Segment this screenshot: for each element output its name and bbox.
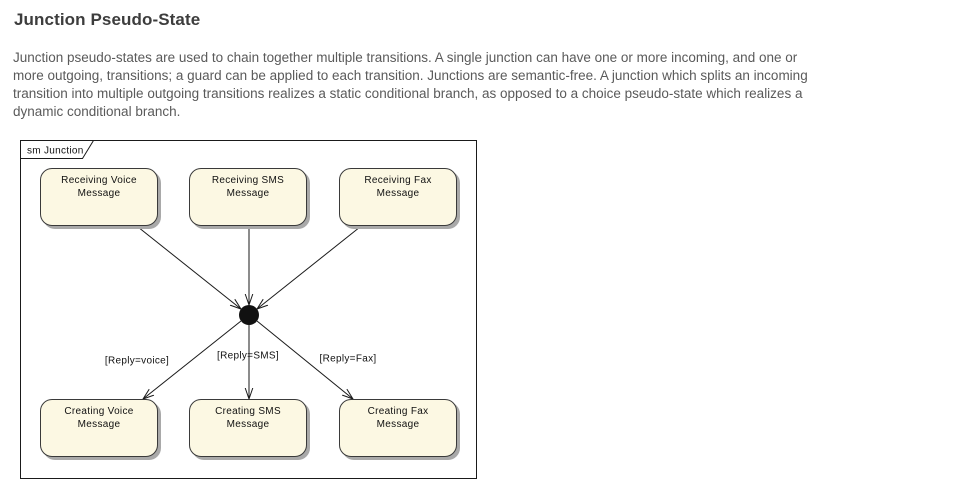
intro-paragraph: Junction pseudo-states are used to chain…: [13, 49, 808, 121]
state-receiving-voice-message: Receiving Voice Message: [40, 168, 158, 226]
state-receiving-sms-message: Receiving SMS Message: [189, 168, 307, 226]
guard-label-reply-sms: [Reply=SMS]: [217, 350, 279, 362]
guard-label-reply-voice: [Reply=voice]: [104, 355, 170, 367]
transition-receiving-fax-to-junction: [257, 226, 361, 309]
page-title: Junction Pseudo-State: [14, 10, 201, 29]
intro-line: more outgoing, transitions; a guard can …: [13, 68, 808, 83]
transition-receiving-voice-to-junction: [137, 226, 241, 309]
state-machine-diagram: sm Junction Receiving Voice Message Rece…: [20, 140, 478, 480]
intro-line: Junction pseudo-states are used to chain…: [13, 50, 798, 65]
frame-name-tab: [20, 140, 95, 159]
intro-line: transition into multiple outgoing transi…: [13, 86, 803, 101]
frame-border: [20, 140, 477, 479]
transition-junction-to-creating-voice: [143, 320, 242, 399]
transition-arrows: [137, 226, 361, 399]
junction-node: [239, 305, 259, 325]
guard-label-reply-fax: [Reply=Fax]: [319, 353, 377, 365]
diagram-canvas: sm Junction: [20, 140, 477, 479]
state-creating-sms-message: Creating SMS Message: [189, 399, 307, 457]
transition-junction-to-creating-fax: [256, 320, 353, 399]
state-creating-voice-message: Creating Voice Message: [40, 399, 158, 457]
state-receiving-fax-message: Receiving Fax Message: [339, 168, 457, 226]
state-creating-fax-message: Creating Fax Message: [339, 399, 457, 457]
frame-label: sm Junction: [27, 146, 84, 157]
intro-line: dynamic conditional branch.: [13, 104, 181, 119]
